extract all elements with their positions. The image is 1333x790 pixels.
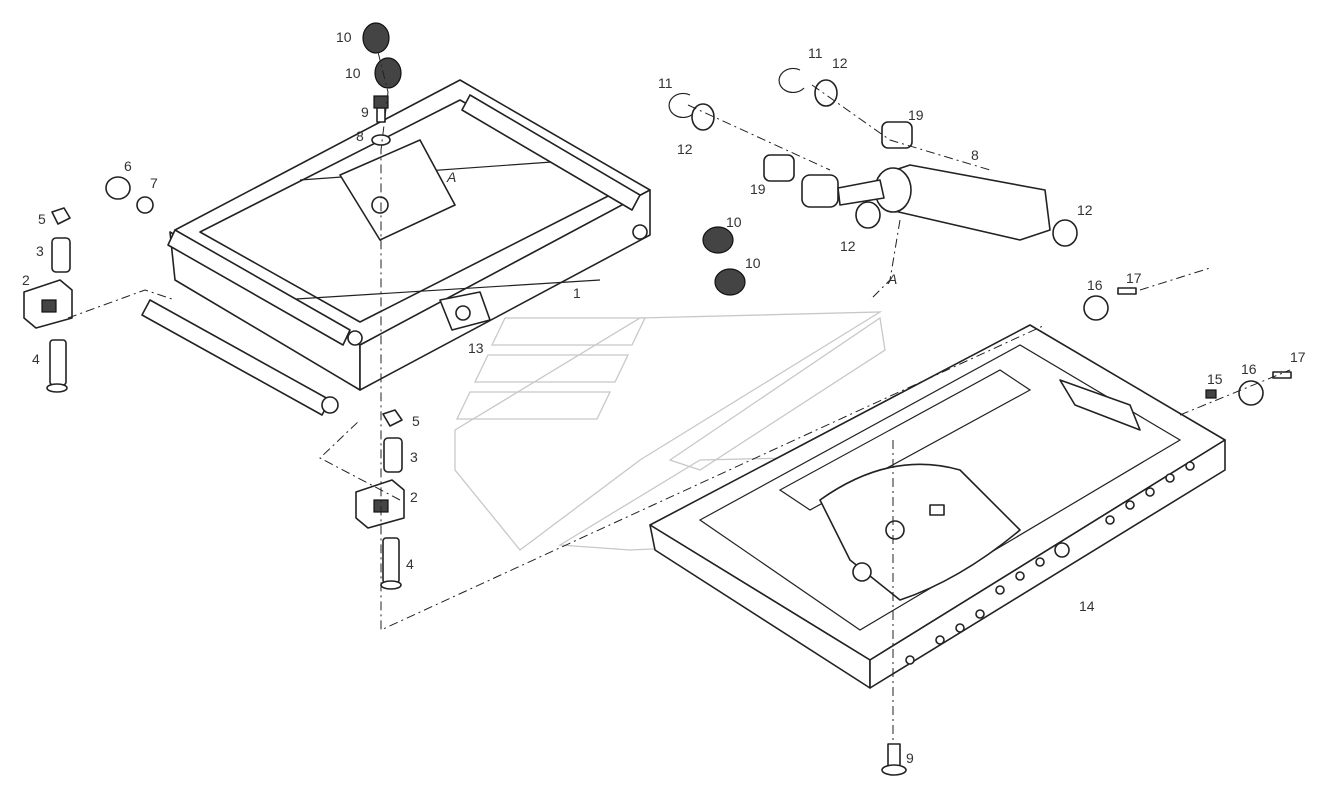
buffers-and-pins (1083, 287, 1292, 406)
label-1: 1 (573, 285, 581, 301)
label-11-b: 11 (808, 45, 823, 61)
label-10-a: 10 (336, 29, 352, 45)
top-bolt-washer (371, 95, 391, 146)
label-12-a: 12 (677, 141, 693, 157)
label-11-a: 11 (658, 75, 673, 91)
section-marker-bottom: A (887, 271, 897, 287)
base-plate (649, 324, 1226, 689)
label-8-damper: 8 (971, 147, 979, 163)
label-16-b: 16 (1241, 361, 1257, 377)
part-callouts: 1 2 2 3 3 4 4 5 5 6 7 8 8 9 9 10 10 10 1… (22, 29, 1306, 766)
scissor-frame (141, 79, 651, 416)
left-mount-stack (23, 207, 73, 393)
roller-and-washer (105, 176, 154, 214)
label-2-right: 2 (410, 489, 418, 505)
label-19-b: 19 (908, 107, 924, 123)
label-2-left: 2 (22, 272, 30, 288)
label-12-d: 12 (1077, 202, 1093, 218)
label-12-b: 12 (832, 55, 848, 71)
label-15: 15 (1207, 371, 1223, 387)
label-10-d: 10 (745, 255, 761, 271)
label-7: 7 (150, 175, 158, 191)
label-17-b: 17 (1290, 349, 1306, 365)
base-plate-holes (905, 461, 1195, 665)
label-17-a: 17 (1126, 270, 1142, 286)
label-5-left: 5 (38, 211, 46, 227)
label-9-top: 9 (361, 104, 369, 120)
section-marker-top: A (446, 169, 456, 185)
label-3-left: 3 (36, 243, 44, 259)
label-14: 14 (1079, 598, 1095, 614)
label-4-right: 4 (406, 556, 414, 572)
label-6: 6 (124, 158, 132, 174)
damper-assembly (668, 67, 1078, 247)
label-10-c: 10 (726, 214, 742, 230)
bump-stops (362, 22, 746, 296)
label-5-right: 5 (412, 413, 420, 429)
section-markers: A A (446, 169, 897, 287)
bottom-bolt (881, 743, 907, 776)
label-16-a: 16 (1087, 277, 1103, 293)
label-8-frame: 8 (356, 128, 364, 144)
label-12-c: 12 (840, 238, 856, 254)
assembly-lead-lines (67, 51, 1291, 740)
label-13: 13 (468, 340, 484, 356)
label-19-a: 19 (750, 181, 766, 197)
right-mount-stack (355, 409, 405, 590)
label-10-b: 10 (345, 65, 361, 81)
label-4-left: 4 (32, 351, 40, 367)
label-9-bottom: 9 (906, 750, 914, 766)
label-3-right: 3 (410, 449, 418, 465)
